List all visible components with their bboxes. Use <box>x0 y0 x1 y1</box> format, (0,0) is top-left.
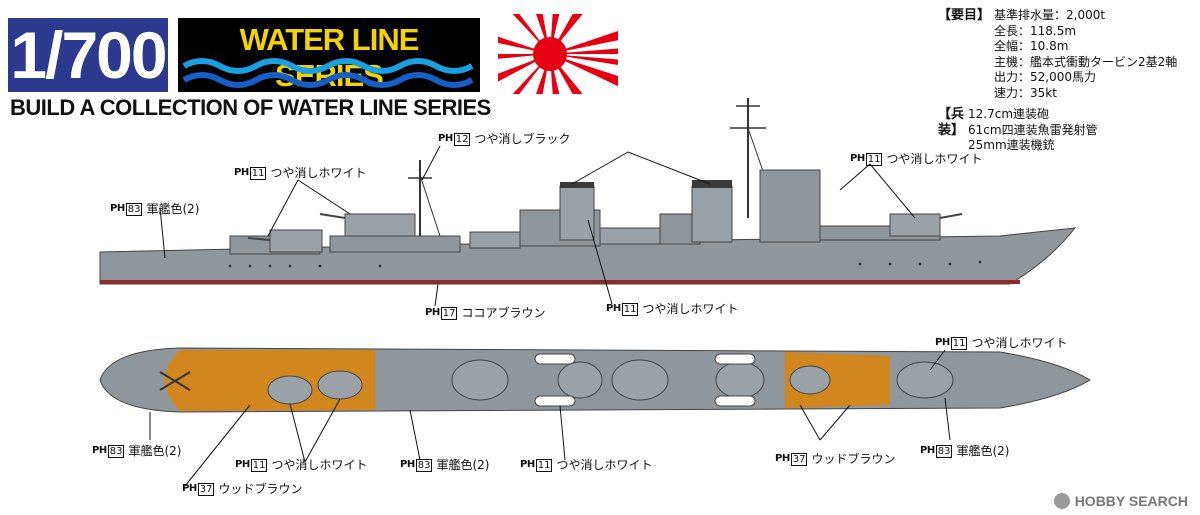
paint-number: 11 <box>865 152 883 166</box>
paint-label: つや消しホワイト <box>556 458 653 472</box>
paint-number: 83 <box>935 444 953 458</box>
paint-code: PH <box>920 445 935 456</box>
paint-label: 軍艦色(2) <box>146 202 200 216</box>
paint-number: 17 <box>440 306 458 320</box>
paint-number: 11 <box>621 302 639 316</box>
paint-code: PH <box>182 483 197 494</box>
paint-code: PH <box>234 167 249 178</box>
watermark: HOBBY SEARCH <box>1053 493 1188 509</box>
paint-code: PH <box>110 203 125 214</box>
hobby-search-logo-icon <box>1053 493 1070 509</box>
paint-code: PH <box>850 153 865 164</box>
scale-badge: 1/700 <box>8 18 168 92</box>
armament-heading: 【兵装】 <box>938 107 965 138</box>
ship-top-view <box>99 347 1091 413</box>
spec-line: 主機：艦本式衝動タービン2基2軸 <box>994 54 1178 69</box>
paint-number: 11 <box>250 458 268 472</box>
spec-line: 出力：52,000馬力 <box>994 70 1097 84</box>
paint-label: つや消しホワイト <box>971 336 1068 350</box>
paint-code: PH <box>606 303 621 314</box>
paint-label: つや消しホワイト <box>271 458 368 472</box>
paint-label: 軍艦色(2) <box>436 458 490 472</box>
armament-name: 12.7cm連装砲 <box>968 107 1050 121</box>
paint-number: 83 <box>415 458 433 472</box>
paint-number: 11 <box>950 336 968 350</box>
spec-line: 全幅：10.8m <box>994 39 1069 53</box>
paint-label: ウッドブラウン <box>811 452 896 466</box>
paint-code: PH <box>235 459 250 470</box>
paint-number: 37 <box>790 452 808 466</box>
spec-line: 基準排水量：2,000t <box>994 8 1106 22</box>
paint-label: ウッドブラウン <box>218 482 303 496</box>
armament-item: 61cm四連装魚雷発射管2基 <box>968 123 1200 139</box>
watermark-text: HOBBY SEARCH <box>1074 493 1188 509</box>
paint-number: 83 <box>125 202 143 216</box>
paint-code: PH <box>400 459 415 470</box>
ship-side-view <box>99 98 1077 285</box>
armament-name: 61cm四連装魚雷発射管 <box>968 122 1098 137</box>
paint-label: ココアブラウン <box>461 306 546 320</box>
paint-label: 軍艦色(2) <box>128 444 182 458</box>
series-logo: WATER LINE SERIES <box>178 18 480 92</box>
tagline: BUILD A COLLECTION OF WATER LINE SERIES <box>10 95 491 120</box>
paint-number: 37 <box>197 482 215 496</box>
paint-number: 11 <box>535 458 553 472</box>
paint-number: 11 <box>249 166 267 180</box>
paint-number: 83 <box>107 444 125 458</box>
paint-label: つや消しブラック <box>474 132 571 146</box>
paint-label: つや消しホワイト <box>642 302 739 316</box>
armament-item: 25mm連装機銃3基 <box>968 138 1200 154</box>
paint-label: つや消しホワイト <box>270 166 367 180</box>
paint-code: PH <box>92 445 107 456</box>
wave-logo-icon <box>182 58 474 88</box>
armament-item: 12.7cm連装砲3基 <box>968 107 1200 123</box>
leader-lines <box>149 145 951 487</box>
spec-line: 速力：35kt <box>994 85 1057 100</box>
specs-heading: 【要目】 <box>938 8 991 23</box>
paint-label: 軍艦色(2) <box>956 444 1010 458</box>
specifications-panel: 【要目】 基準排水量：2,000t 全長：118.5m 全幅：10.8m 主機：… <box>938 8 1200 154</box>
paint-number: 12 <box>453 132 471 146</box>
armament-name: 25mm連装機銃 <box>968 138 1055 152</box>
paint-code: PH <box>438 133 453 144</box>
paint-label: つや消しホワイト <box>886 152 983 166</box>
spec-line: 全長：118.5m <box>994 23 1077 38</box>
paint-code: PH <box>520 459 535 470</box>
paint-code: PH <box>775 453 790 464</box>
paint-code: PH <box>935 337 950 348</box>
paint-code: PH <box>425 307 440 318</box>
rising-sun-flag-icon <box>498 14 618 98</box>
